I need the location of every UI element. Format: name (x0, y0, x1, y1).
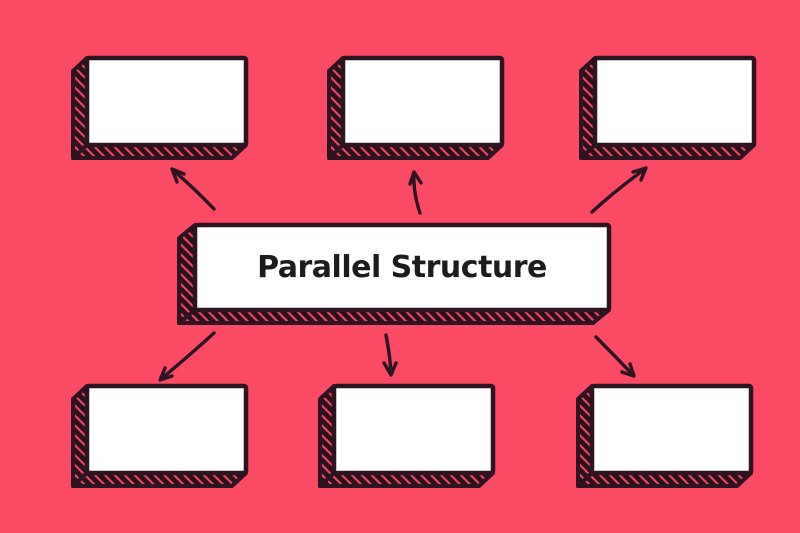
branch-box-top-left (70, 55, 249, 161)
arrow-center-to-bottom-right (594, 335, 636, 378)
arrow-center-to-top-right (590, 166, 648, 214)
center-box-label: Parallel Structure (257, 250, 547, 285)
center-box: Parallel Structure (176, 222, 612, 326)
arrow-center-to-bottom-left (158, 331, 216, 382)
branch-box-top-right (578, 55, 757, 161)
arrow-center-to-bottom-middle (382, 333, 398, 377)
branch-box-bottom-left (70, 383, 249, 489)
arrow-center-to-top-left (170, 167, 216, 211)
arrow-center-to-top-middle (408, 170, 423, 215)
branch-box-top-middle (326, 55, 505, 161)
branch-box-bottom-right (575, 383, 754, 489)
branch-box-bottom-middle (317, 383, 496, 489)
